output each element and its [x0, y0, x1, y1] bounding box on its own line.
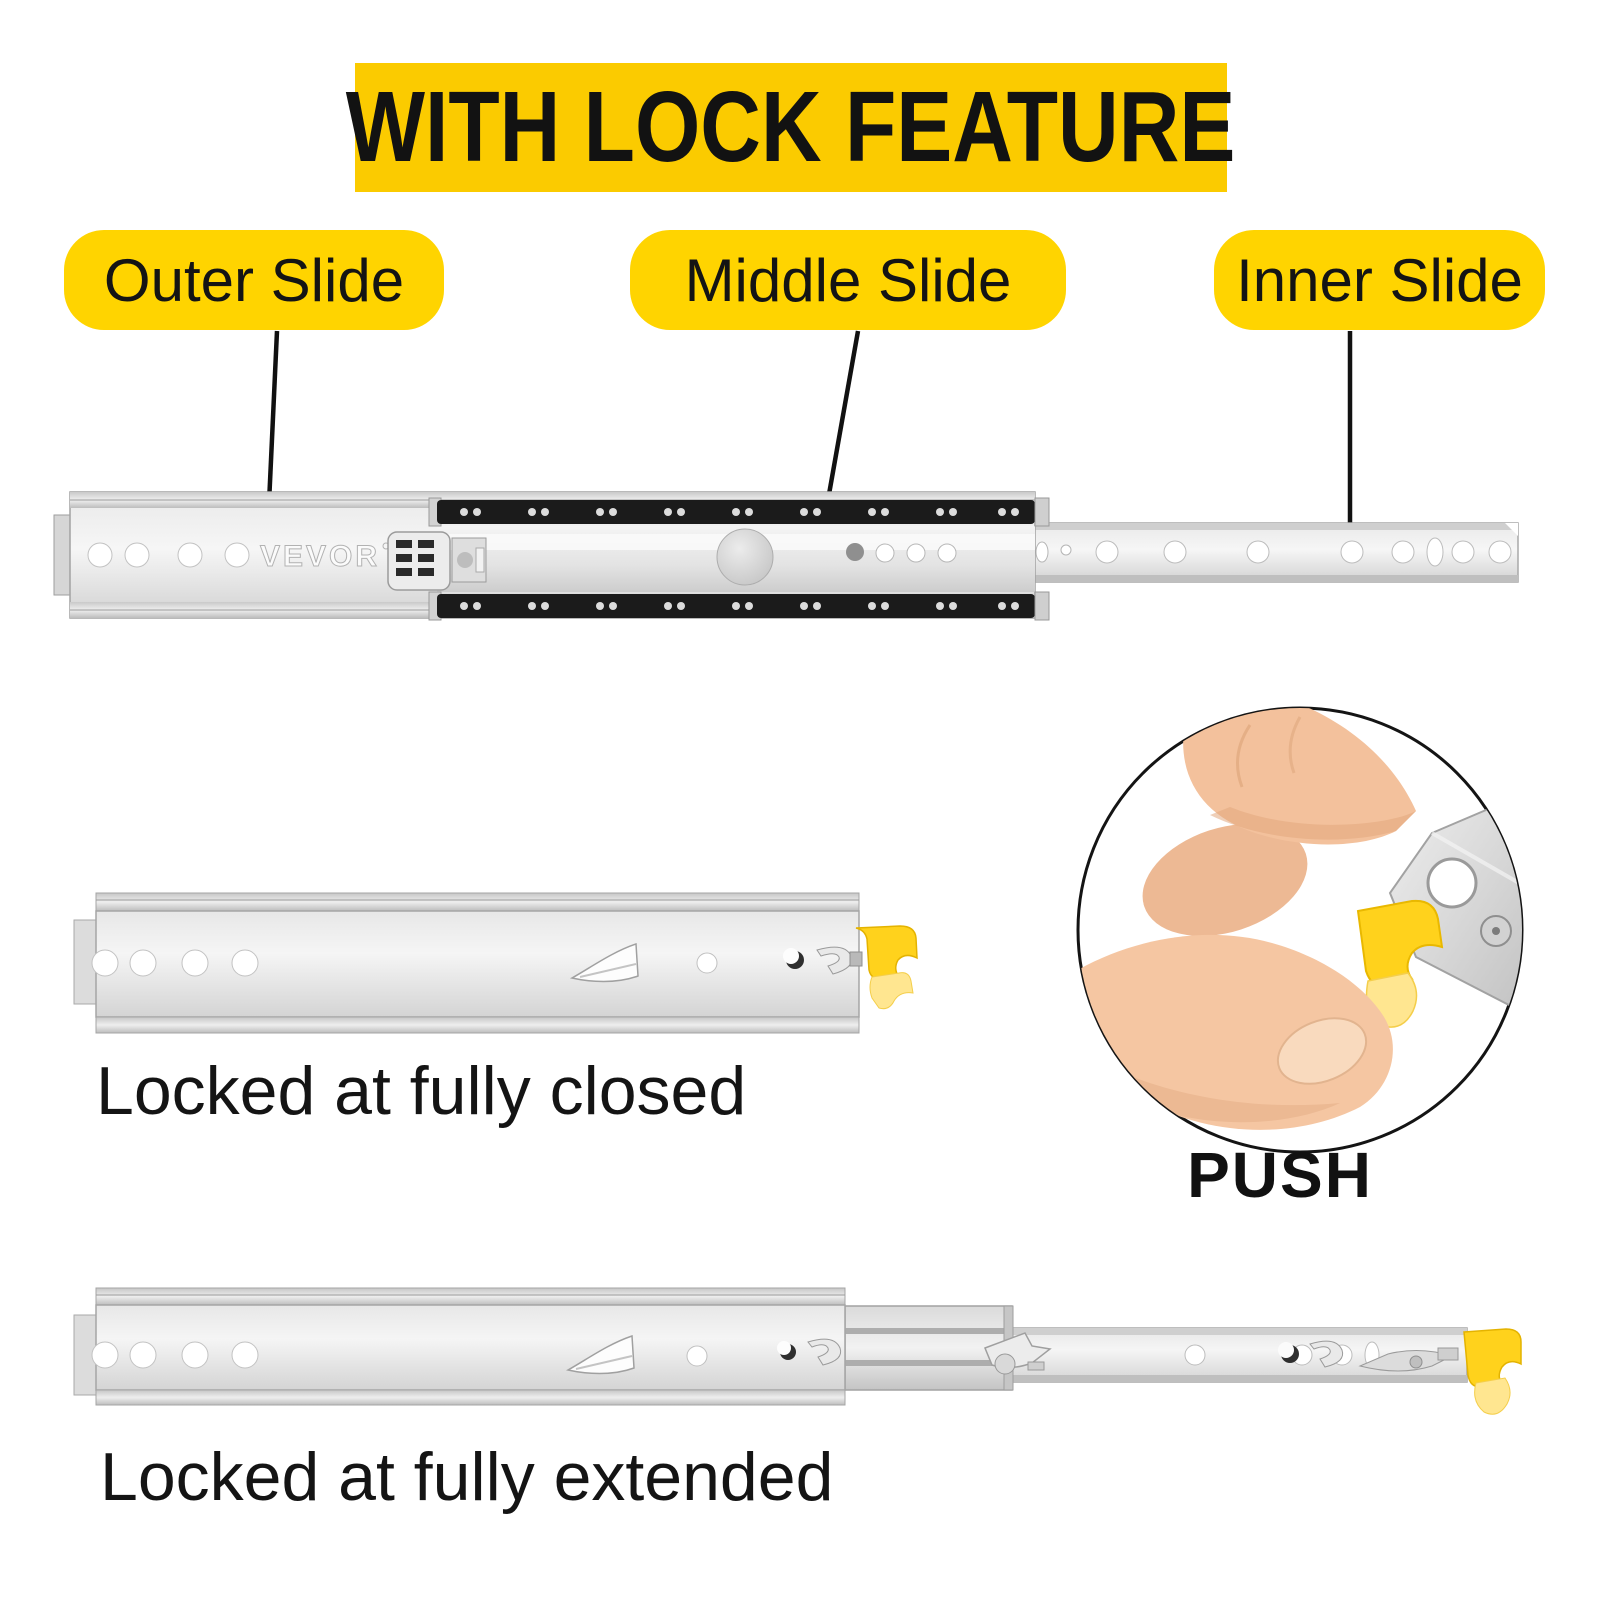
callout-inner-slide: Inner Slide [1214, 230, 1545, 330]
extended-slide-illustration [73, 1287, 1522, 1415]
bearing-balls-bottom [460, 602, 1019, 610]
extended-lock-mechanism [1278, 1340, 1459, 1372]
callout-outer-slide: Outer Slide [64, 230, 444, 330]
stamped-lock-tab [569, 942, 639, 983]
push-inset-photo [1076, 706, 1524, 1154]
yellow-lock-lever [1463, 1328, 1522, 1415]
lock-hook [807, 1338, 842, 1366]
bearing-balls-top [460, 508, 1019, 516]
closed-caption: Locked at fully closed [96, 1053, 747, 1129]
callout-outer-slide-label: Outer Slide [103, 246, 405, 314]
assembled-slide-illustration: VEVOR [53, 491, 1519, 621]
title-banner: WITH LOCK FEATURE [346, 63, 1236, 192]
brand-logo: VEVOR [260, 540, 380, 573]
slide-bracket-metal [1388, 785, 1522, 1023]
middle-finger [1142, 824, 1308, 936]
release-latch [984, 1332, 1052, 1375]
extended-caption: Locked at fully extended [100, 1439, 834, 1515]
index-finger [1183, 708, 1416, 845]
push-label: PUSH [1187, 1139, 1373, 1211]
outer-slide-rail [73, 1287, 846, 1406]
callout-middle-slide: Middle Slide [630, 230, 1066, 330]
page-title: WITH LOCK FEATURE [346, 71, 1236, 183]
closed-slide-illustration [73, 892, 918, 1034]
inner-slide-rail [974, 1327, 1468, 1383]
lock-keyhole [777, 1341, 796, 1360]
middle-slide-rail [844, 1305, 1014, 1391]
callout-inner-slide-label: Inner Slide [1236, 246, 1523, 314]
lock-keyhole [783, 948, 804, 969]
callout-middle-slide-label: Middle Slide [684, 246, 1012, 314]
rivet-disc [716, 528, 774, 586]
middle-slide-section [387, 497, 1050, 621]
yellow-lock-lever [855, 925, 918, 1010]
lock-hook [816, 946, 853, 975]
disconnect-latch [387, 531, 487, 591]
stamped-lock-tab [565, 1334, 635, 1375]
thumbnail [1276, 1017, 1368, 1085]
